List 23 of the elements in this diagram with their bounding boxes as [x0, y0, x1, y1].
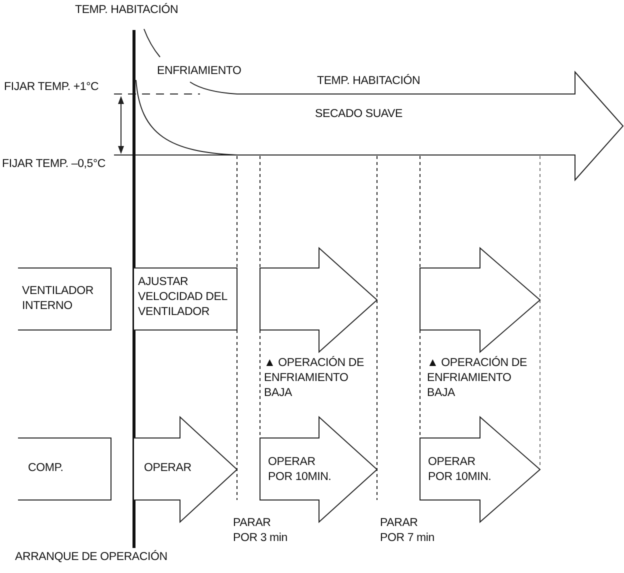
process-box: [18, 438, 111, 500]
process-box: [18, 268, 111, 330]
node-label: OPERAR POR 10MIN.: [268, 455, 332, 485]
annotation-text: TEMP. HABITACIÓN: [75, 3, 180, 18]
node-label: COMP.: [28, 461, 64, 476]
annotation-text: ENFRIAMIENTO: [157, 64, 242, 79]
process-box: [134, 268, 237, 330]
node-label: AJUSTAR VELOCIDAD DEL VENTILADOR: [138, 275, 228, 320]
timing-block: [420, 248, 540, 352]
annotation-text: ▲ OPERACIÓN DE ENFRIAMIENTO BAJA: [427, 356, 528, 401]
annotation-text: FIJAR TEMP. –0,5°C: [2, 157, 106, 172]
node-label: SECADO SUAVE: [315, 107, 404, 122]
annotation-text: FIJAR TEMP. +1°C: [4, 80, 100, 95]
annotation-text: ▲ OPERACIÓN DE ENFRIAMIENTO BAJA: [264, 356, 365, 401]
annotation-text: PARAR POR 3 min: [233, 516, 288, 546]
node-label: TEMP. HABITACIÓN: [317, 74, 422, 89]
timing-block: [420, 417, 540, 522]
node-label: OPERAR POR 10MIN.: [428, 455, 492, 485]
timing-block: [260, 248, 377, 352]
annotation-text: ARRANQUE DE OPERACIÓN: [15, 550, 168, 565]
annotation-text: PARAR POR 7 min: [380, 516, 436, 546]
node-label: VENTILADOR INTERNO: [22, 284, 94, 314]
node-label: OPERAR: [144, 461, 192, 476]
